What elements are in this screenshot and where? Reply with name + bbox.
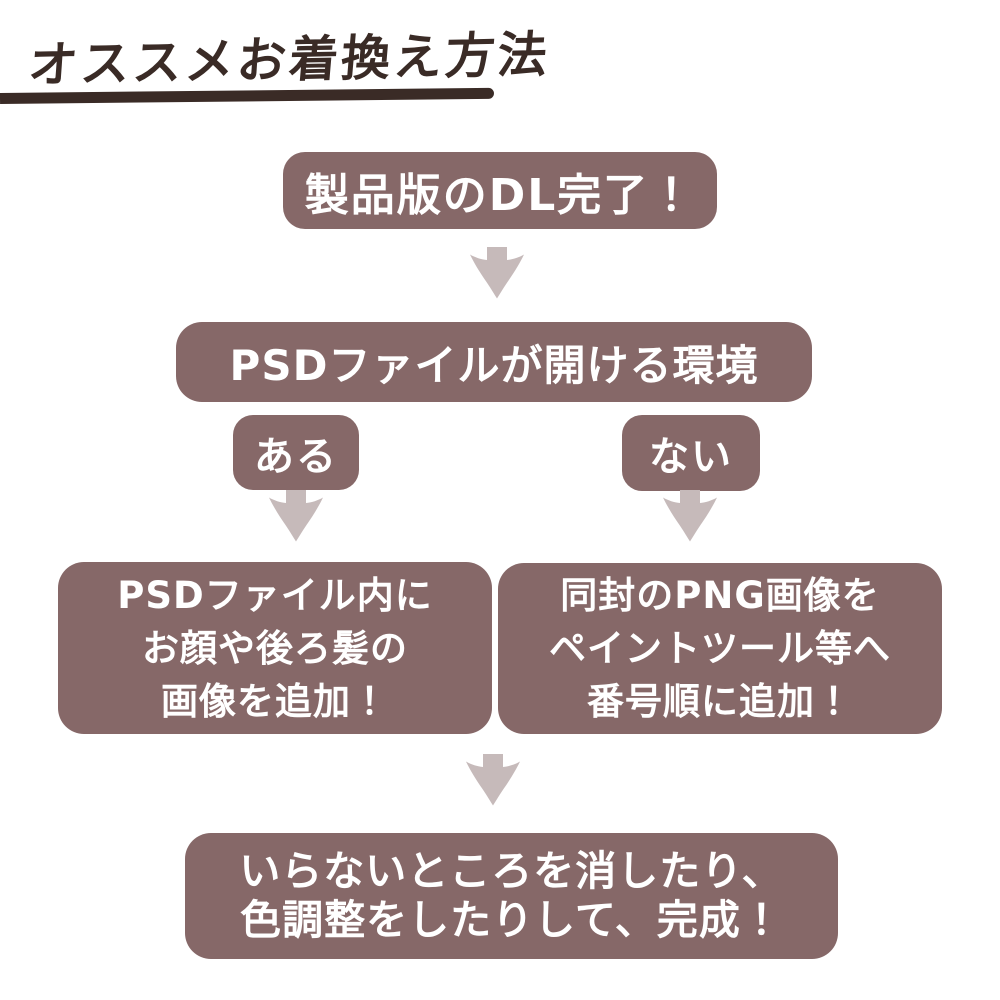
step-psd-add-line-2: お顔や後ろ髪の [142,626,408,670]
step-dl-complete: 製品版のDL完了！ [283,152,717,229]
down-arrow-icon [468,247,526,303]
down-arrow-icon [661,490,719,546]
branch-not-have: ない [622,415,760,491]
step-psd-add-line-1: PSDファイル内に [117,573,433,617]
branch-not-have-label: ない [649,434,733,480]
step-psd-environment: PSDファイルが開ける環境 [176,322,812,402]
step-png-add-line-2: ペイントツール等へ [549,627,891,670]
down-arrow-icon [267,490,325,546]
step-png-add-line-3: 番号順に追加！ [587,680,853,723]
step-png-add-images: 同封のPNG画像を ペイントツール等へ 番号順に追加！ [498,563,942,734]
branch-have-label: ある [254,433,338,480]
page-title: オススメお着換え方法 [26,26,553,95]
step-finish: いらないところを消したり、 色調整をしたりして、完成！ [185,833,838,959]
step-dl-complete-label: 製品版のDL完了！ [304,169,696,221]
down-arrow-icon [464,754,522,810]
step-psd-environment-label: PSDファイルが開ける環境 [229,340,759,390]
step-png-add-line-1: 同封のPNG画像を [560,574,880,617]
branch-have: ある [233,415,359,490]
step-finish-line-2: 色調整をしたりして、完成！ [240,896,783,944]
step-finish-line-1: いらないところを消したり、 [239,847,784,895]
step-psd-add-line-3: 画像を追加！ [161,679,389,723]
step-psd-add-images: PSDファイル内に お顔や後ろ髪の 画像を追加！ [58,562,492,734]
